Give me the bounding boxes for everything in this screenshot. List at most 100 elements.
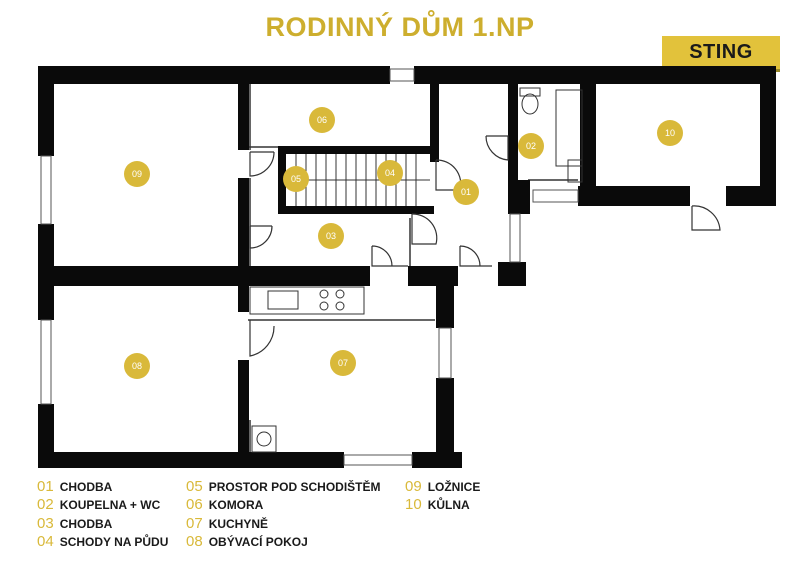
room-badge-01: 01 bbox=[453, 179, 479, 205]
legend-label: KOMORA bbox=[208, 498, 264, 513]
svg-text:04: 04 bbox=[385, 168, 395, 178]
door-arc bbox=[459, 245, 492, 267]
svg-text:09: 09 bbox=[132, 169, 142, 179]
door-arc bbox=[249, 320, 275, 357]
wall bbox=[38, 66, 390, 84]
legend-label: LOŽNICE bbox=[427, 480, 481, 494]
kitchen-counter bbox=[249, 286, 365, 453]
window bbox=[438, 327, 452, 379]
svg-text:03: 03 bbox=[326, 231, 336, 241]
wall bbox=[508, 84, 518, 186]
legend-num: 09 bbox=[405, 478, 422, 495]
wall bbox=[512, 262, 526, 286]
wall bbox=[238, 286, 249, 312]
room-badge-05: 05 bbox=[283, 166, 309, 192]
room-badge-08: 08 bbox=[124, 353, 150, 379]
legend-col-2: 05 PROSTOR POD SCHODIŠTĚM 06 KOMORA 07 KUCH… bbox=[186, 478, 380, 552]
svg-text:01: 01 bbox=[461, 187, 471, 197]
legend-label: PROSTOR POD SCHODIŠTĚM bbox=[208, 480, 381, 494]
window bbox=[40, 319, 52, 405]
brand-logo: STING bbox=[662, 36, 780, 69]
doors bbox=[249, 135, 721, 357]
legend-num: 07 bbox=[186, 514, 203, 532]
wall bbox=[430, 84, 439, 162]
svg-text:05: 05 bbox=[291, 174, 301, 184]
room-badge-10: 10 bbox=[657, 120, 683, 146]
wall bbox=[760, 66, 776, 206]
wall bbox=[238, 84, 249, 150]
svg-text:10: 10 bbox=[665, 128, 675, 138]
legend-num: 10 bbox=[405, 496, 422, 514]
wall bbox=[238, 178, 249, 270]
legend-num: 01 bbox=[37, 478, 54, 495]
wall bbox=[508, 180, 530, 214]
legend-label: KOUPELNA + WC bbox=[59, 498, 161, 513]
legend-item: 01 CHODBA bbox=[37, 478, 168, 496]
legend-label: CHODBA bbox=[59, 516, 113, 531]
wall bbox=[436, 286, 454, 328]
door-arc bbox=[691, 205, 721, 231]
legend-num: 03 bbox=[37, 514, 54, 532]
legend-label: CHODBA bbox=[59, 480, 113, 494]
window bbox=[40, 155, 52, 225]
door-arc bbox=[485, 135, 509, 161]
legend-item: 06 KOMORA bbox=[186, 496, 380, 514]
legend-item: 08 OBÝVACÍ POKOJ bbox=[186, 533, 380, 551]
svg-text:06: 06 bbox=[317, 115, 327, 125]
wall bbox=[278, 206, 434, 214]
window bbox=[509, 213, 521, 263]
svg-text:08: 08 bbox=[132, 361, 142, 371]
wall bbox=[278, 146, 434, 154]
legend-label: KŮLNA bbox=[427, 498, 470, 513]
legend-item: 07 KUCHYNĚ bbox=[186, 515, 380, 533]
wall bbox=[38, 404, 54, 466]
wall bbox=[414, 66, 776, 84]
legend-item: 05 PROSTOR POD SCHODIŠTĚM bbox=[186, 478, 380, 496]
wall bbox=[38, 266, 370, 286]
bathroom-fixtures bbox=[519, 87, 583, 183]
legend-label: OBÝVACÍ POKOJ bbox=[208, 535, 308, 550]
legend-num: 05 bbox=[186, 478, 203, 495]
room-badges: 01 02 03 04 05 06 07 08 09 10 bbox=[124, 107, 683, 379]
window bbox=[343, 454, 413, 466]
wall bbox=[38, 452, 344, 468]
legend-label: KUCHYNĚ bbox=[208, 516, 269, 531]
svg-text:02: 02 bbox=[526, 141, 536, 151]
wall bbox=[38, 66, 54, 156]
walls bbox=[38, 66, 776, 468]
room-badge-04: 04 bbox=[377, 160, 403, 186]
legend-num: 08 bbox=[186, 533, 203, 551]
svg-text:07: 07 bbox=[338, 358, 348, 368]
door-arc bbox=[371, 245, 408, 267]
wall bbox=[580, 84, 596, 192]
legend-item: 09 LOŽNICE bbox=[405, 478, 480, 496]
legend-col-3: 09 LOŽNICE 10 KŮLNA bbox=[405, 478, 480, 515]
legend-item: 03 CHODBA bbox=[37, 515, 168, 533]
legend-num: 02 bbox=[37, 496, 54, 514]
door-arc bbox=[249, 151, 275, 177]
room-badge-09: 09 bbox=[124, 161, 150, 187]
room-badge-07: 07 bbox=[330, 350, 356, 376]
legend-num: 06 bbox=[186, 496, 203, 514]
legend-num: 04 bbox=[37, 533, 54, 551]
wall bbox=[278, 146, 286, 214]
wall bbox=[436, 378, 454, 458]
legend-item: 04 SCHODY NA PŮDU bbox=[37, 533, 168, 551]
room-badge-03: 03 bbox=[318, 223, 344, 249]
room-badge-02: 02 bbox=[518, 133, 544, 159]
window bbox=[389, 68, 415, 82]
legend-item: 10 KŮLNA bbox=[405, 496, 480, 514]
window bbox=[532, 189, 579, 203]
wall bbox=[408, 266, 458, 286]
legend-item: 02 KOUPELNA + WC bbox=[37, 496, 168, 514]
legend-label: SCHODY NA PŮDU bbox=[59, 535, 169, 550]
wall bbox=[238, 360, 249, 458]
door-arc bbox=[411, 213, 438, 245]
room-badge-06: 06 bbox=[309, 107, 335, 133]
door-arc bbox=[249, 225, 273, 249]
plan-title: RODINNÝ DŮM 1.NP bbox=[265, 12, 535, 42]
wall bbox=[578, 186, 690, 206]
windows bbox=[40, 68, 579, 466]
